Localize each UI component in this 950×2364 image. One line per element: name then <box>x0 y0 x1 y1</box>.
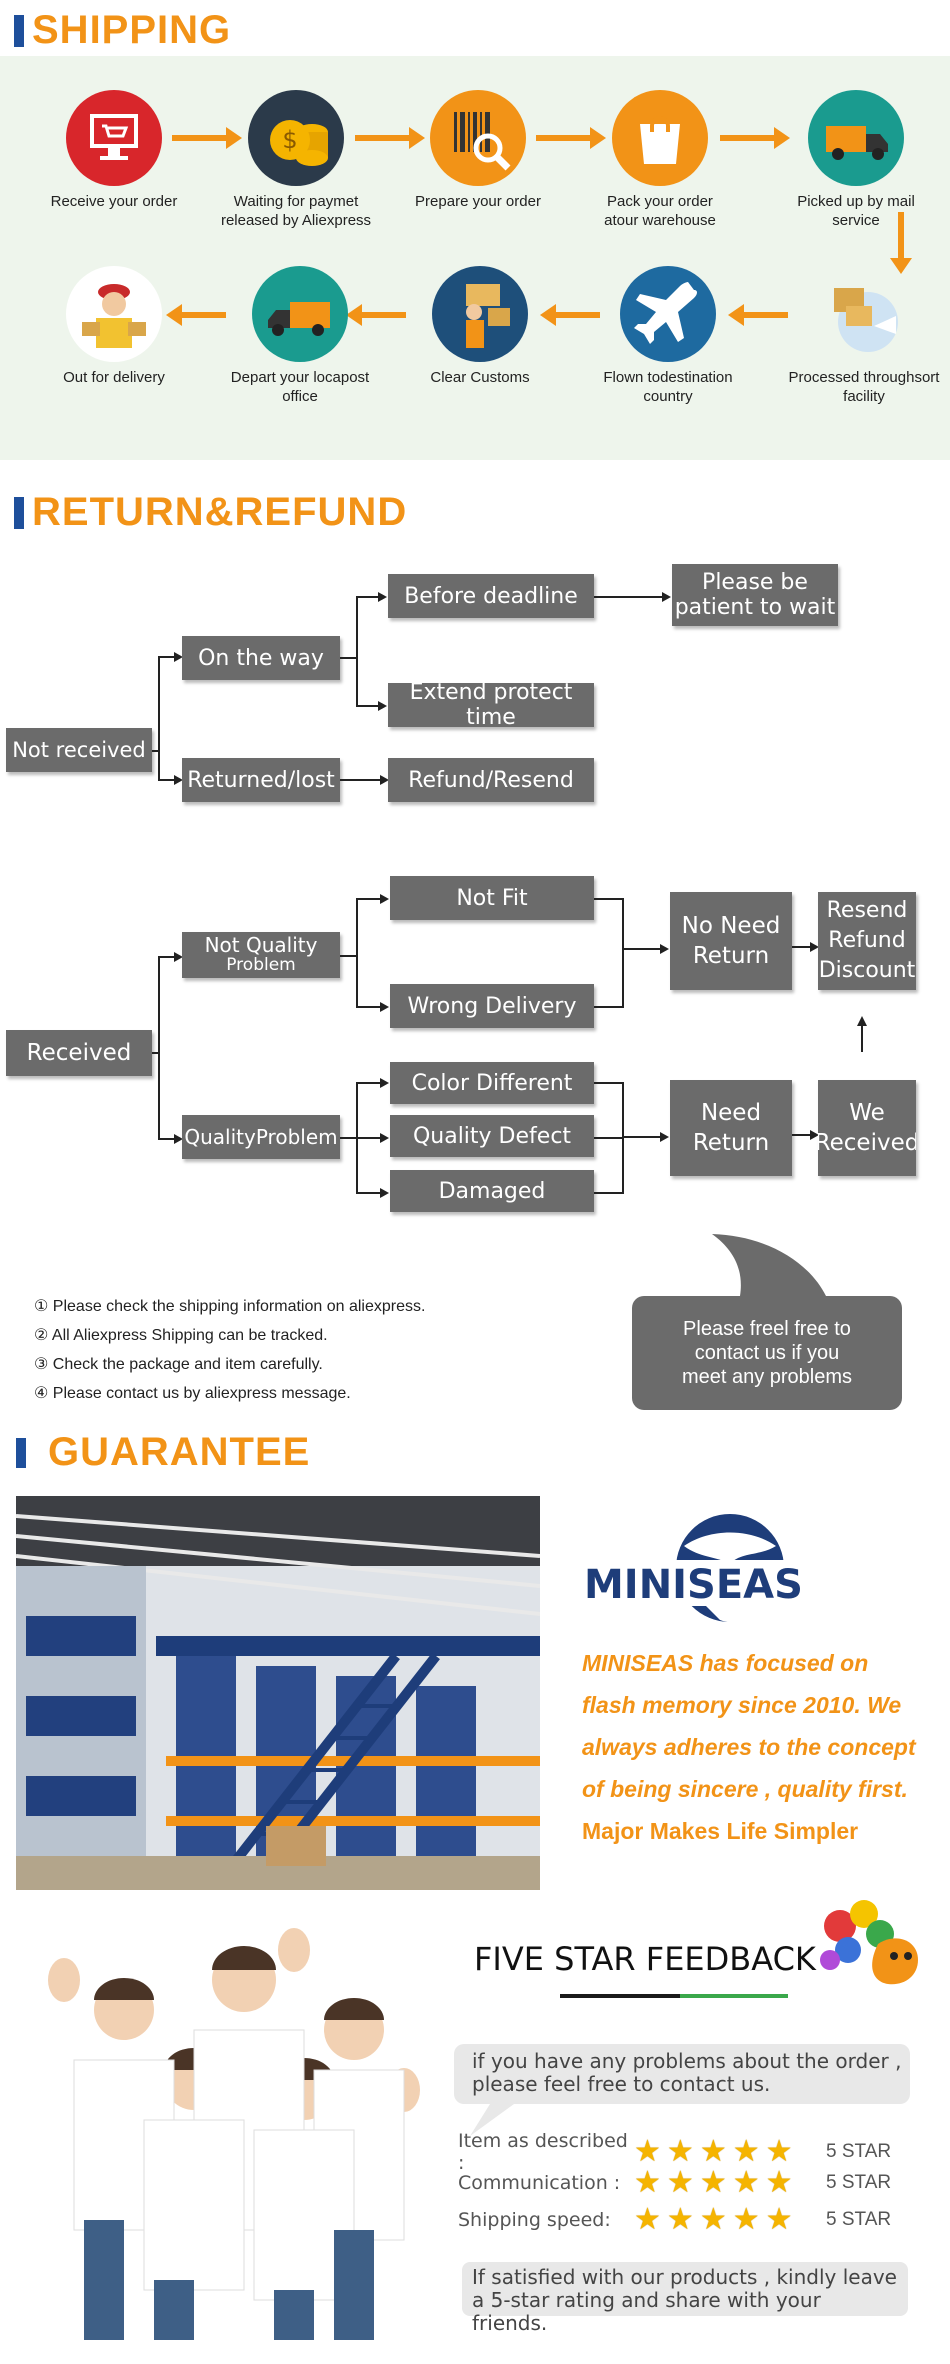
svg-text:MINISEAS: MINISEAS <box>584 1562 803 1608</box>
node-we-received: We Received <box>818 1080 916 1176</box>
about-slogan: Major Makes Life Simpler <box>582 1818 859 1844</box>
about-line-2: flash memory since 2010. We <box>582 1692 902 1718</box>
five-stars-icon: ★★★★★ <box>634 2203 793 2236</box>
computer-cart-icon <box>66 90 162 186</box>
step-clear-customs: Clear Customs <box>380 266 580 387</box>
step-processed-facility: Processed throughsort facility <box>764 266 950 406</box>
node-not-received: Not received <box>6 728 152 772</box>
flow-arrow <box>355 127 425 149</box>
flow-arrow <box>172 127 242 149</box>
node-on-the-way: On the way <box>182 636 340 680</box>
node-resend-refund-discount: Resend Refund Discount <box>818 892 916 990</box>
refund-section-title: RETURN&REFUND <box>14 490 407 535</box>
customs-worker-icon <box>432 266 528 362</box>
node-before-deadline: Before deadline <box>388 574 594 618</box>
flow-arrow <box>728 304 788 326</box>
node-no-need-return: No Need Return <box>670 892 792 990</box>
feedback-title: FIVE STAR FEEDBACK <box>474 1940 816 1978</box>
step-flown-destination: Flown todestination country <box>568 266 768 406</box>
rating-item-described: Item as described : ★★★★★ 5 STAR <box>458 2130 892 2174</box>
note-3: ③ Check the package and item carefully. <box>34 1356 323 1373</box>
node-need-return: Need Return <box>670 1080 792 1176</box>
feedback-intro: if you have any problems about the order… <box>472 2049 902 2096</box>
note-2: ② All Aliexpress Shipping can be tracked… <box>34 1327 328 1344</box>
node-quality-defect: Quality Defect <box>390 1115 594 1157</box>
flow-arrow <box>166 304 226 326</box>
five-stars-icon: ★★★★★ <box>634 2166 793 2199</box>
miniseas-logo: MINISEAS <box>580 1512 840 1637</box>
truck-icon <box>252 266 348 362</box>
node-quality-problem: QualityProblem <box>182 1115 340 1159</box>
node-damaged: Damaged <box>390 1170 594 1212</box>
feedback-outro: If satisfied with our products , kindly … <box>462 2262 908 2335</box>
coins-icon: $ <box>248 90 344 186</box>
step-receive-order: Receive your order <box>14 90 214 211</box>
note-1: ① Please check the shipping information … <box>34 1298 426 1315</box>
rating-communication: Communication : ★★★★★ 5 STAR <box>458 2166 892 2199</box>
about-line-1: MINISEAS has focused on <box>582 1650 869 1676</box>
contact-bubble: Please freel free to contact us if you m… <box>632 1296 902 1410</box>
balloons-mascot-icon <box>818 1900 928 1995</box>
node-received: Received <box>6 1030 152 1076</box>
shipping-section-title: SHIPPING <box>14 8 231 53</box>
guarantee-section-title: GUARANTEE <box>16 1430 310 1475</box>
shopping-bag-icon <box>612 90 708 186</box>
node-wrong-delivery: Wrong Delivery <box>390 984 594 1028</box>
five-stars-icon: ★★★★★ <box>634 2135 793 2168</box>
node-color-different: Color Different <box>390 1062 594 1104</box>
step-depart-post: Depart your locapost office <box>200 266 400 406</box>
about-line-3: always adheres to the concept <box>582 1734 916 1760</box>
speech-bubble-tail <box>712 1234 826 1296</box>
step-prepare-order: Prepare your order <box>378 90 578 211</box>
flow-arrow <box>346 304 406 326</box>
step-picked-up: Picked up by mail service <box>756 90 950 230</box>
node-extend-protect: Extend protect time <box>388 680 594 730</box>
node-not-fit: Not Fit <box>390 876 594 920</box>
step-out-for-delivery: Out for delivery <box>14 266 214 387</box>
feedback-intro-bubble <box>454 2044 910 2136</box>
node-returned-lost: Returned/lost <box>182 758 340 802</box>
truck-icon <box>808 90 904 186</box>
rating-shipping-speed: Shipping speed: ★★★★★ 5 STAR <box>458 2203 892 2236</box>
flow-arrow <box>540 304 600 326</box>
warehouse-photo <box>16 1496 540 1890</box>
step-waiting-payment: $ Waiting for paymet released by Aliexpr… <box>196 90 396 230</box>
node-please-wait: Please be patient to wait <box>672 564 838 626</box>
note-4: ④ Please contact us by aliexpress messag… <box>34 1385 351 1402</box>
flow-arrow <box>720 127 790 149</box>
about-line-4: of being sincere , quality first. <box>582 1776 908 1802</box>
node-not-quality-problem: Not Quality Problem <box>182 932 340 978</box>
flow-arrow-down <box>890 212 912 274</box>
airplane-icon <box>620 266 716 362</box>
step-pack-order: Pack your order atour warehouse <box>560 90 760 230</box>
svg-text:$: $ <box>282 126 297 154</box>
flow-arrow <box>536 127 606 149</box>
node-refund-resend: Refund/Resend <box>388 758 594 802</box>
globe-packages-icon <box>816 266 912 362</box>
barcode-magnifier-icon <box>430 90 526 186</box>
delivery-man-icon <box>66 266 162 362</box>
happy-people-photo <box>14 1920 434 2350</box>
